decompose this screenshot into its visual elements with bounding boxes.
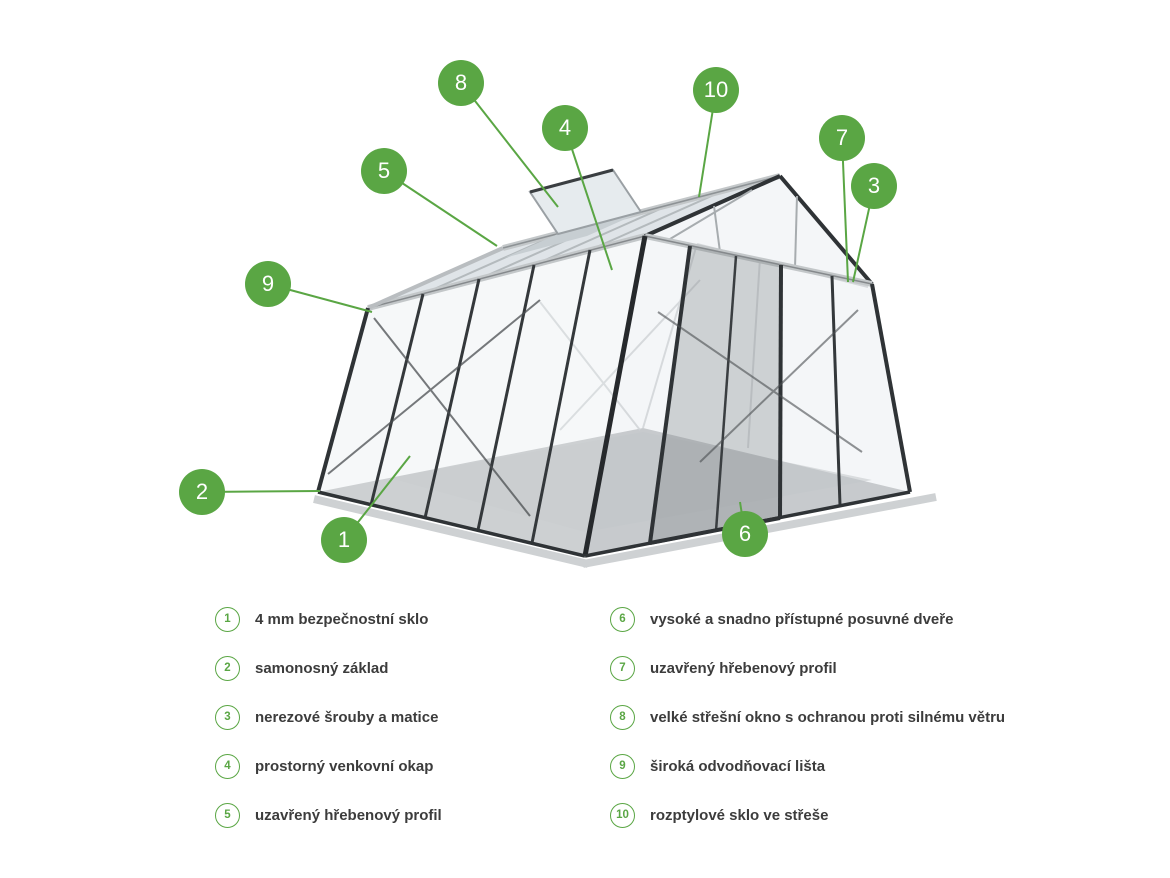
callout-badge-10: 10 xyxy=(693,67,739,113)
roof-window xyxy=(504,168,643,258)
callout-number: 7 xyxy=(835,125,849,150)
legend-label: uzavřený hřebenový profil xyxy=(650,660,837,677)
legend-number-badge: 3 xyxy=(215,705,240,730)
greenhouse-illustration xyxy=(313,168,937,568)
legend-column-left: 1 4 mm bezpečnostní sklo 2 samonosný zák… xyxy=(215,607,442,828)
legend-label: uzavřený hřebenový profil xyxy=(255,807,442,824)
legend-item-6: 6 vysoké a snadno přístupné posuvné dveř… xyxy=(610,607,1005,632)
legend-label: samonosný základ xyxy=(255,660,389,677)
legend-number-badge: 9 xyxy=(610,754,635,779)
legend-label: nerezové šrouby a matice xyxy=(255,709,439,726)
legend-number-badge: 2 xyxy=(215,656,240,681)
callout-badge-3: 3 xyxy=(851,163,897,209)
callout-number: 3 xyxy=(867,173,881,198)
legend-item-7: 7 uzavřený hřebenový profil xyxy=(610,656,1005,681)
legend-column-right: 6 vysoké a snadno přístupné posuvné dveř… xyxy=(610,607,1005,828)
callout-badge-1: 1 xyxy=(321,517,367,563)
legend-item-3: 3 nerezové šrouby a matice xyxy=(215,705,442,730)
legend-number-badge: 8 xyxy=(610,705,635,730)
legend-number-badge: 4 xyxy=(215,754,240,779)
legend-item-1: 1 4 mm bezpečnostní sklo xyxy=(215,607,442,632)
callout-number: 2 xyxy=(195,479,209,504)
legend-number-badge: 6 xyxy=(610,607,635,632)
callout-badge-7: 7 xyxy=(819,115,865,161)
legend-label: 4 mm bezpečnostní sklo xyxy=(255,611,429,628)
legend-item-2: 2 samonosný základ xyxy=(215,656,442,681)
callout-number: 8 xyxy=(454,70,468,95)
callout-badge-2: 2 xyxy=(179,469,225,515)
legend-number-badge: 10 xyxy=(610,803,635,828)
legend-number-badge: 1 xyxy=(215,607,240,632)
callout-badge-8: 8 xyxy=(438,60,484,106)
legend-item-4: 4 prostorný venkovní okap xyxy=(215,754,442,779)
legend-label: rozptylové sklo ve střeše xyxy=(650,807,829,824)
legend-label: široká odvodňovací lišta xyxy=(650,758,826,775)
callout-number: 4 xyxy=(558,115,572,140)
callout-badge-6: 6 xyxy=(722,511,768,557)
legend-item-5: 5 uzavřený hřebenový profil xyxy=(215,803,442,828)
legend-label: prostorný venkovní okap xyxy=(255,758,434,775)
legend-item-9: 9 široká odvodňovací lišta xyxy=(610,754,1005,779)
callout-badge-9: 9 xyxy=(245,261,291,307)
legend-item-10: 10 rozptylové sklo ve střeše xyxy=(610,803,1005,828)
legend-label: vysoké a snadno přístupné posuvné dveře xyxy=(650,611,954,628)
legend-number-badge: 7 xyxy=(610,656,635,681)
legend-label: velké střešní okno s ochranou proti siln… xyxy=(650,709,1006,726)
legend-number-badge: 5 xyxy=(215,803,240,828)
callout-number: 5 xyxy=(377,158,391,183)
callout-badge-4: 4 xyxy=(542,105,588,151)
callout-number: 1 xyxy=(337,527,351,552)
callout-number: 6 xyxy=(738,521,752,546)
callout-number: 9 xyxy=(261,271,275,296)
legend-item-8: 8 velké střešní okno s ochranou proti si… xyxy=(610,705,1005,730)
callout-badge-5: 5 xyxy=(361,148,407,194)
callout-number: 10 xyxy=(703,77,729,102)
